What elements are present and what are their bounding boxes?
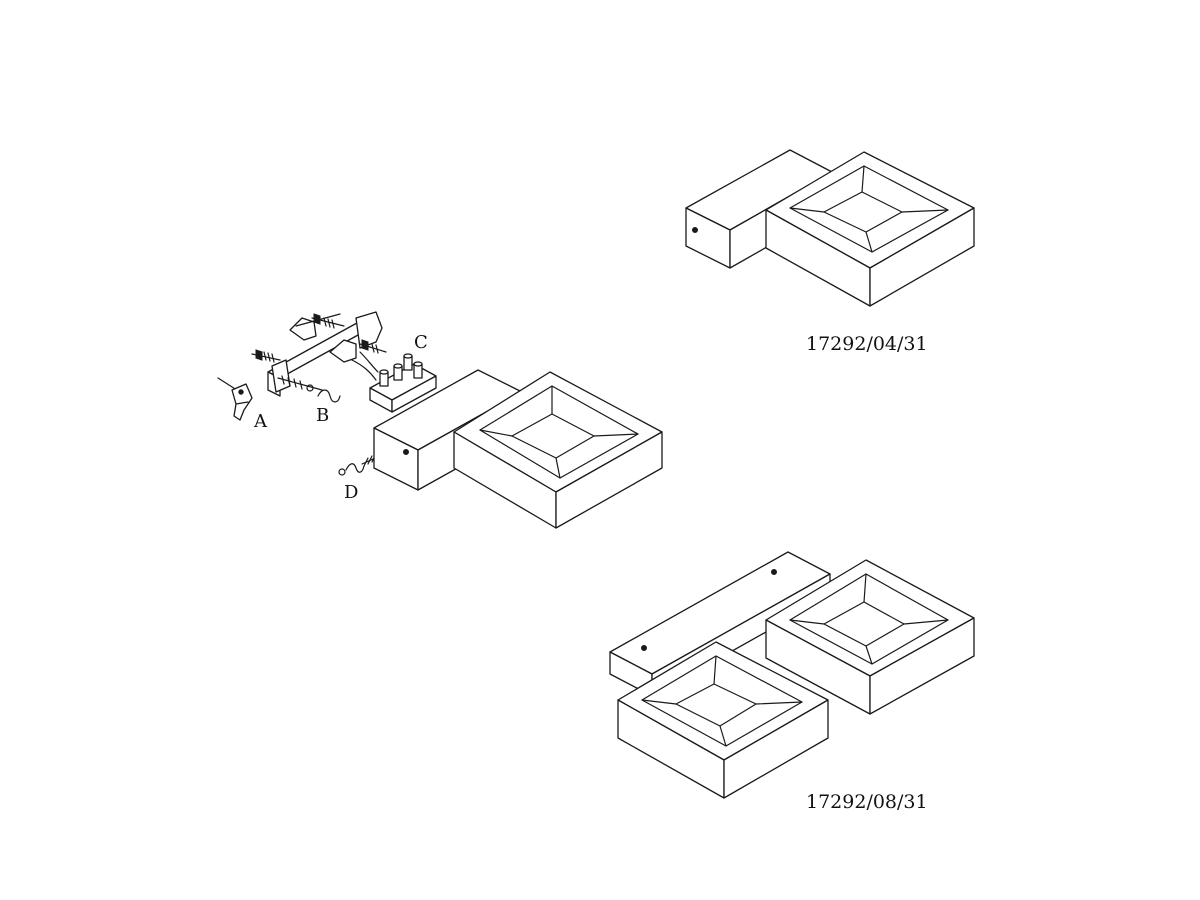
single-shade <box>765 151 975 307</box>
exploded-assembly: A B C D <box>217 311 663 529</box>
double-shade-front <box>617 641 829 799</box>
screw-4 <box>359 339 387 354</box>
screw-1 <box>251 349 281 363</box>
model-double: 17292/08/31 <box>609 551 975 813</box>
model-code-double: 17292/08/31 <box>806 791 928 813</box>
fixture-shade <box>453 371 663 529</box>
label-d: D <box>344 482 358 503</box>
model-single: 17292/04/31 <box>685 149 975 355</box>
model-code-single: 17292/04/31 <box>806 333 928 355</box>
screw-2 <box>311 313 345 329</box>
label-c: C <box>414 332 428 353</box>
label-a: A <box>253 411 268 432</box>
part-b-bracket <box>251 311 387 403</box>
part-a-clip <box>217 377 253 421</box>
label-b: B <box>316 405 329 426</box>
part-c-terminal-block <box>351 351 437 413</box>
screw-3 <box>277 375 323 391</box>
double-shade-back <box>765 559 975 715</box>
